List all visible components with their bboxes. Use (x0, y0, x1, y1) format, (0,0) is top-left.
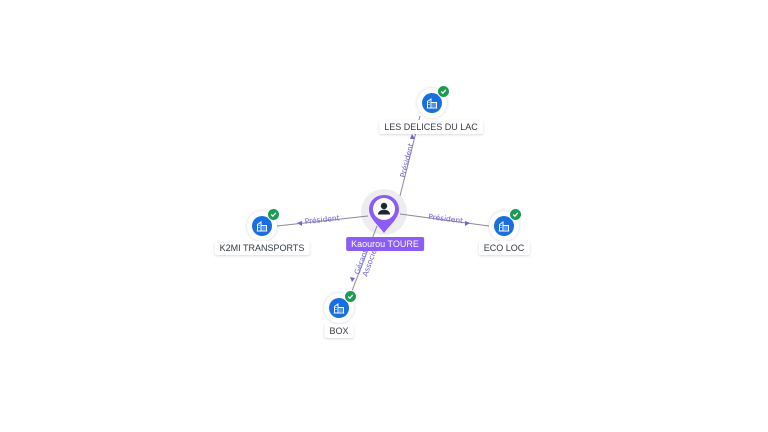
arrow-eco-loc (465, 221, 470, 226)
building-icon (329, 298, 349, 318)
person-label[interactable]: Kaourou TOURE (346, 237, 424, 251)
company-node-les-delices-du-lac[interactable] (417, 85, 450, 118)
relation-label-les-delices-du-lac: Président (398, 142, 415, 178)
company-node-eco-loc[interactable] (489, 208, 522, 241)
company-label[interactable]: BOX (324, 324, 354, 338)
company-label[interactable]: LES DELICES DU LAC (379, 120, 483, 134)
arrow-box (350, 277, 355, 282)
edge-k2mi-transports (276, 215, 369, 227)
relation-label-eco-loc: Président (428, 212, 464, 225)
company-label[interactable]: K2MI TRANSPORTS (214, 241, 310, 255)
person-node[interactable] (361, 189, 407, 235)
relation-label-k2mi-transports: Président (304, 213, 340, 226)
location-pin-icon (369, 195, 399, 233)
arrow-les-delices-du-lac (410, 134, 415, 139)
check-icon (437, 85, 450, 98)
building-icon (422, 93, 442, 113)
edge-eco-loc (399, 213, 490, 227)
check-icon (344, 290, 357, 303)
company-node-box[interactable] (324, 290, 357, 323)
person-icon (377, 202, 391, 215)
check-icon (267, 208, 280, 221)
company-label[interactable]: ECO LOC (478, 241, 530, 255)
building-icon (252, 216, 272, 236)
check-icon (509, 208, 522, 221)
building-icon (494, 216, 514, 236)
company-node-k2mi-transports[interactable] (247, 208, 280, 241)
arrow-k2mi-transports (297, 221, 302, 226)
